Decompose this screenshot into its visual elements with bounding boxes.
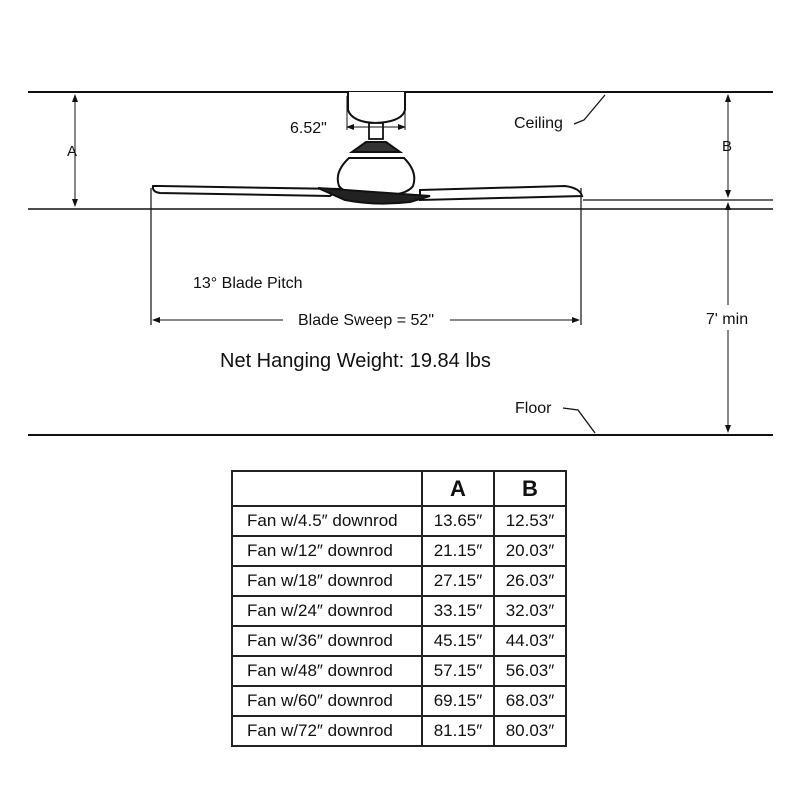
row-label: Fan w/48″ downrod — [231, 655, 423, 687]
net-weight-label: Net Hanging Weight: 19.84 lbs — [220, 350, 491, 372]
value-b: 44.03″ — [493, 625, 567, 657]
header-blank — [231, 470, 423, 507]
value-b: 20.03″ — [493, 535, 567, 567]
floor-label: Floor — [515, 400, 552, 417]
fan-illustration — [151, 92, 584, 205]
value-b: 68.03″ — [493, 685, 567, 717]
ceiling-leader — [573, 94, 606, 125]
header-b: B — [493, 470, 567, 507]
blade-sweep-label: Blade Sweep = 52" — [298, 312, 434, 329]
value-a: 45.15″ — [421, 625, 495, 657]
value-a: 27.15″ — [421, 565, 495, 597]
value-b: 80.03″ — [493, 715, 567, 747]
value-b: 56.03″ — [493, 655, 567, 687]
value-b: 32.03″ — [493, 595, 567, 627]
row-label: Fan w/24″ downrod — [231, 595, 423, 627]
header-a: A — [421, 470, 495, 507]
value-b: 12.53″ — [493, 505, 567, 537]
dimension-b-label: B — [722, 138, 732, 155]
canopy-width-label: 6.52" — [290, 120, 327, 137]
floor-leader — [562, 407, 596, 434]
value-a: 13.65″ — [421, 505, 495, 537]
value-b: 26.03″ — [493, 565, 567, 597]
value-a: 33.15″ — [421, 595, 495, 627]
blade-right — [419, 184, 584, 202]
value-a: 69.15″ — [421, 685, 495, 717]
value-a: 21.15″ — [421, 535, 495, 567]
ceiling-label: Ceiling — [514, 115, 563, 132]
value-a: 81.15″ — [421, 715, 495, 747]
value-a: 57.15″ — [421, 655, 495, 687]
table-header-row: A B — [231, 470, 567, 507]
min-height-label: 7' min — [706, 311, 748, 328]
blade-pitch-label: 13° Blade Pitch — [193, 275, 303, 292]
row-label: Fan w/72″ downrod — [231, 715, 423, 747]
dimension-a-label: A — [67, 143, 77, 160]
row-label: Fan w/36″ downrod — [231, 625, 423, 657]
row-label: Fan w/18″ downrod — [231, 565, 423, 597]
blade-left — [151, 185, 344, 198]
row-label: Fan w/12″ downrod — [231, 535, 423, 567]
row-label: Fan w/60″ downrod — [231, 685, 423, 717]
row-label: Fan w/4.5″ downrod — [231, 505, 423, 537]
canopy — [347, 92, 406, 125]
